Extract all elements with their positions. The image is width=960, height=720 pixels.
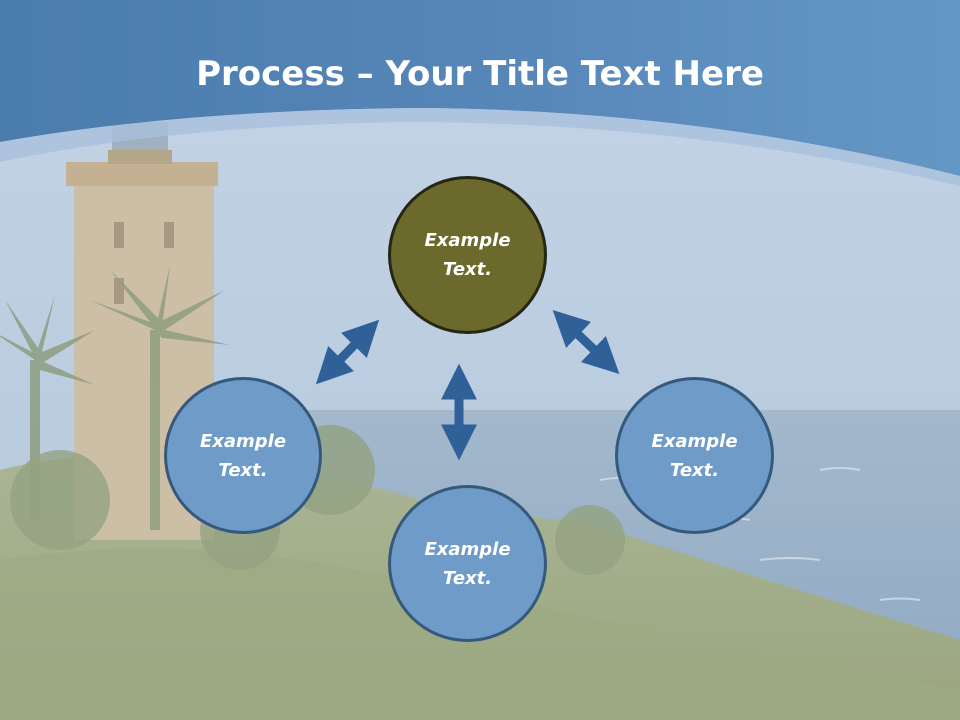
- node-line-1: Example: [199, 430, 287, 452]
- node-line-2: Text.: [218, 459, 268, 481]
- slide-title: Process – Your Title Text Here: [0, 52, 960, 96]
- double-arrow-icon: [552, 310, 620, 374]
- node-line-2: Text.: [669, 459, 720, 481]
- title-bold: Process: [196, 54, 345, 94]
- title-rest: – Your Title Text Here: [344, 54, 764, 94]
- node-line-1: Example: [651, 430, 738, 452]
- node-line-1: Example: [424, 230, 511, 251]
- double-arrow-icon: [315, 319, 380, 385]
- node-line-1: Example: [424, 538, 511, 560]
- node-line-2: Text.: [442, 567, 493, 589]
- node-line-2: Text.: [442, 259, 493, 280]
